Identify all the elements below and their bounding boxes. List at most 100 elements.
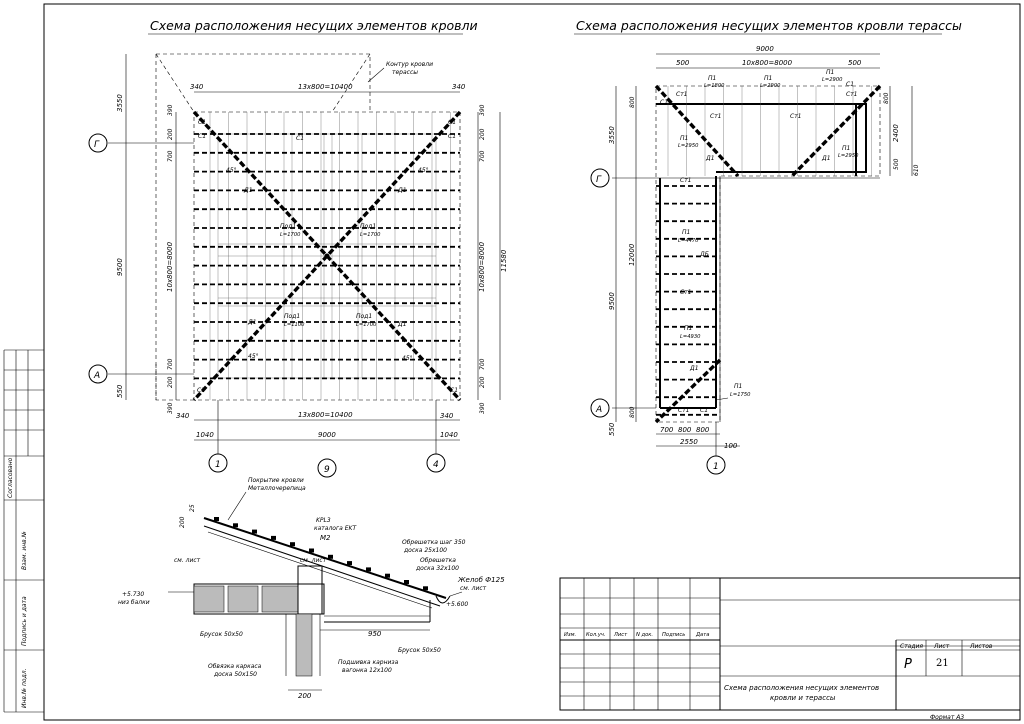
axis-a: А bbox=[595, 405, 602, 415]
axis-g: Г bbox=[94, 140, 100, 150]
label-st1: Ст1 bbox=[678, 407, 690, 414]
label-c1: С1 bbox=[660, 99, 668, 106]
label-len: L=1100 bbox=[284, 322, 305, 328]
dim: 2400 bbox=[892, 124, 900, 142]
dim: 13x800=10400 bbox=[298, 411, 353, 419]
label-pod: Под1 bbox=[284, 313, 300, 320]
label-st1: Ст1 bbox=[680, 177, 692, 184]
dim: 10x800=8000 bbox=[478, 241, 486, 292]
label-p1: П1 bbox=[680, 135, 688, 142]
label-p1: П1 bbox=[682, 229, 690, 236]
note-see-sheet: см. лист bbox=[460, 585, 487, 592]
label-p1: П1 bbox=[734, 383, 742, 390]
dim: 13x800=10400 bbox=[298, 83, 353, 91]
inv-podl-label: Инв.№ подл. bbox=[21, 668, 28, 708]
format-label: Формат А3 bbox=[930, 714, 964, 721]
label-c1: С1 bbox=[448, 133, 456, 140]
label-d1: Д1 bbox=[397, 187, 407, 194]
label-angle: 45° bbox=[248, 353, 259, 360]
note-obr1b: доска 25х100 bbox=[403, 547, 447, 554]
stamp-stadia-h: Стадия bbox=[900, 643, 923, 650]
dim: 800 bbox=[883, 92, 890, 104]
note-obv1b: доска 50х150 bbox=[213, 671, 257, 678]
batten bbox=[366, 567, 371, 572]
dim: 2550 bbox=[680, 438, 698, 446]
dim: 200 bbox=[167, 128, 174, 140]
label-p1: П1 bbox=[684, 325, 692, 332]
axis-1: 1 bbox=[713, 462, 719, 472]
stamp-kol: Кол.уч. bbox=[586, 632, 606, 638]
left-roof-plan: С1 С1 С1 С1 С1 С1 С1 Д1 Д1 Д1 Д1 45° 45°… bbox=[88, 53, 508, 478]
label-p1: П1 bbox=[826, 69, 834, 76]
label-pod: Под1 bbox=[356, 313, 372, 320]
stamp-ndok: N док. bbox=[636, 632, 653, 638]
dim: 950 bbox=[368, 630, 382, 638]
eave-section-detail: Покрытие кровли Металлочерепица KPL3 кат… bbox=[118, 477, 505, 700]
label-len: L=2900 bbox=[822, 77, 843, 83]
axis-9: 9 bbox=[324, 465, 330, 475]
label-db: ДБ bbox=[699, 251, 709, 258]
label-p1: П1 bbox=[764, 75, 772, 82]
batten bbox=[309, 548, 314, 553]
note-obr2b: доска 32х100 bbox=[415, 565, 459, 572]
note-see-sheet: см. лист bbox=[174, 557, 201, 564]
label-d1: Д1 bbox=[397, 321, 407, 328]
dim: 1040 bbox=[440, 431, 458, 439]
label-p1: П1 bbox=[708, 75, 716, 82]
label-c1: С1 bbox=[448, 119, 456, 126]
note-kpl3: KPL3 bbox=[316, 517, 331, 524]
dim: 200 bbox=[167, 376, 174, 388]
dim: 200 bbox=[298, 692, 312, 700]
note-roof: Покрытие кровли bbox=[248, 477, 304, 484]
dim: 25 bbox=[189, 504, 196, 512]
label-c1: С1 bbox=[450, 387, 458, 394]
label-pod: Под1 bbox=[280, 223, 296, 230]
label-d1: Д1 bbox=[821, 155, 831, 162]
label-len: L=2950 bbox=[678, 143, 699, 149]
label-st1: Ст1 bbox=[846, 91, 858, 98]
dim: 390 bbox=[167, 402, 174, 414]
dim: 1040 bbox=[196, 431, 214, 439]
note-see-sheet: см. лист bbox=[300, 557, 327, 564]
sheet-frame bbox=[43, 3, 1021, 721]
label-len: L=2950 bbox=[838, 153, 859, 159]
note-brus2: Брусок 50х50 bbox=[398, 647, 441, 654]
batten bbox=[385, 573, 390, 578]
dim: 800 bbox=[629, 96, 636, 108]
dim: 800 bbox=[629, 406, 636, 418]
stamp-izm: Изм. bbox=[564, 632, 576, 638]
dim: 340 bbox=[452, 83, 466, 91]
dim: 500 bbox=[893, 158, 900, 170]
roof-outline bbox=[193, 111, 461, 401]
label-p1: П1 bbox=[842, 145, 850, 152]
axis-4: 4 bbox=[433, 460, 439, 470]
dim: 10x800=8000 bbox=[742, 59, 793, 67]
dim: 3550 bbox=[116, 94, 124, 112]
stamp-list-h: Лист bbox=[933, 643, 950, 650]
vzam-label: Взам. инв.№ bbox=[21, 531, 28, 570]
stamp-list-no: 21 bbox=[936, 658, 949, 669]
level-1: +5.730 bbox=[122, 591, 144, 598]
dim: 390 bbox=[479, 402, 486, 414]
axis-1: 1 bbox=[215, 460, 221, 470]
dim: 500 bbox=[848, 59, 862, 67]
label-d1: Д1 bbox=[689, 365, 699, 372]
title-left: Схема расположения несущих элементов кро… bbox=[150, 18, 478, 33]
batten bbox=[404, 580, 409, 584]
batten bbox=[233, 523, 238, 528]
note-podsh1b: вагонка 12х100 bbox=[342, 667, 392, 674]
label-c1: С1 bbox=[700, 407, 708, 414]
label-pod: Под1 bbox=[360, 223, 376, 230]
dim: 9500 bbox=[608, 292, 616, 310]
dim: 12000 bbox=[628, 243, 636, 266]
label-c1: С1 bbox=[198, 119, 206, 126]
dim: 390 bbox=[167, 104, 174, 116]
note-ekt: каталога EKT bbox=[314, 525, 357, 532]
dim: 700 bbox=[479, 150, 486, 162]
axis-g: Г bbox=[596, 175, 602, 185]
batten bbox=[347, 561, 352, 566]
label-len: L=2900 bbox=[760, 83, 781, 89]
note-podsh1: Подшивка карниза bbox=[338, 659, 399, 666]
dim: 700 bbox=[167, 358, 174, 370]
